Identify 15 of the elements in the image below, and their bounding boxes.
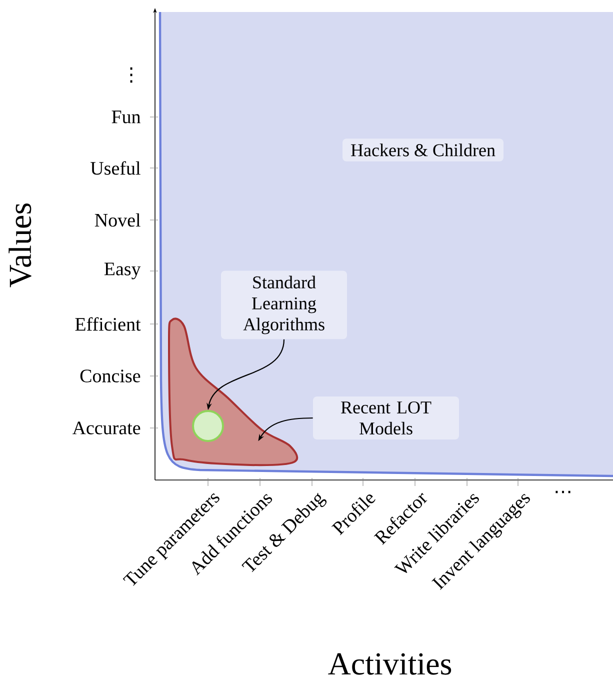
circle-marker (192, 410, 224, 442)
tick-label: Efficient (75, 317, 141, 331)
tick-label: … (556, 490, 570, 494)
region-label: Hackers & Children (342, 138, 504, 162)
tick-label: Accurate (72, 422, 140, 434)
tick-label: Concise (80, 370, 140, 382)
axis-title: Values (8, 203, 32, 288)
tick-label: Useful (90, 161, 140, 175)
callout-box: Recent LOT Models (313, 396, 459, 440)
callout-box: Standard Learning Algorithms (221, 270, 347, 340)
tick-label: Easy (104, 262, 141, 280)
tick-label: Fun (112, 110, 140, 124)
tick-label: Novel (94, 213, 140, 227)
tick-label: ⋮ (130, 67, 132, 83)
axis-title: Activities (328, 653, 452, 675)
